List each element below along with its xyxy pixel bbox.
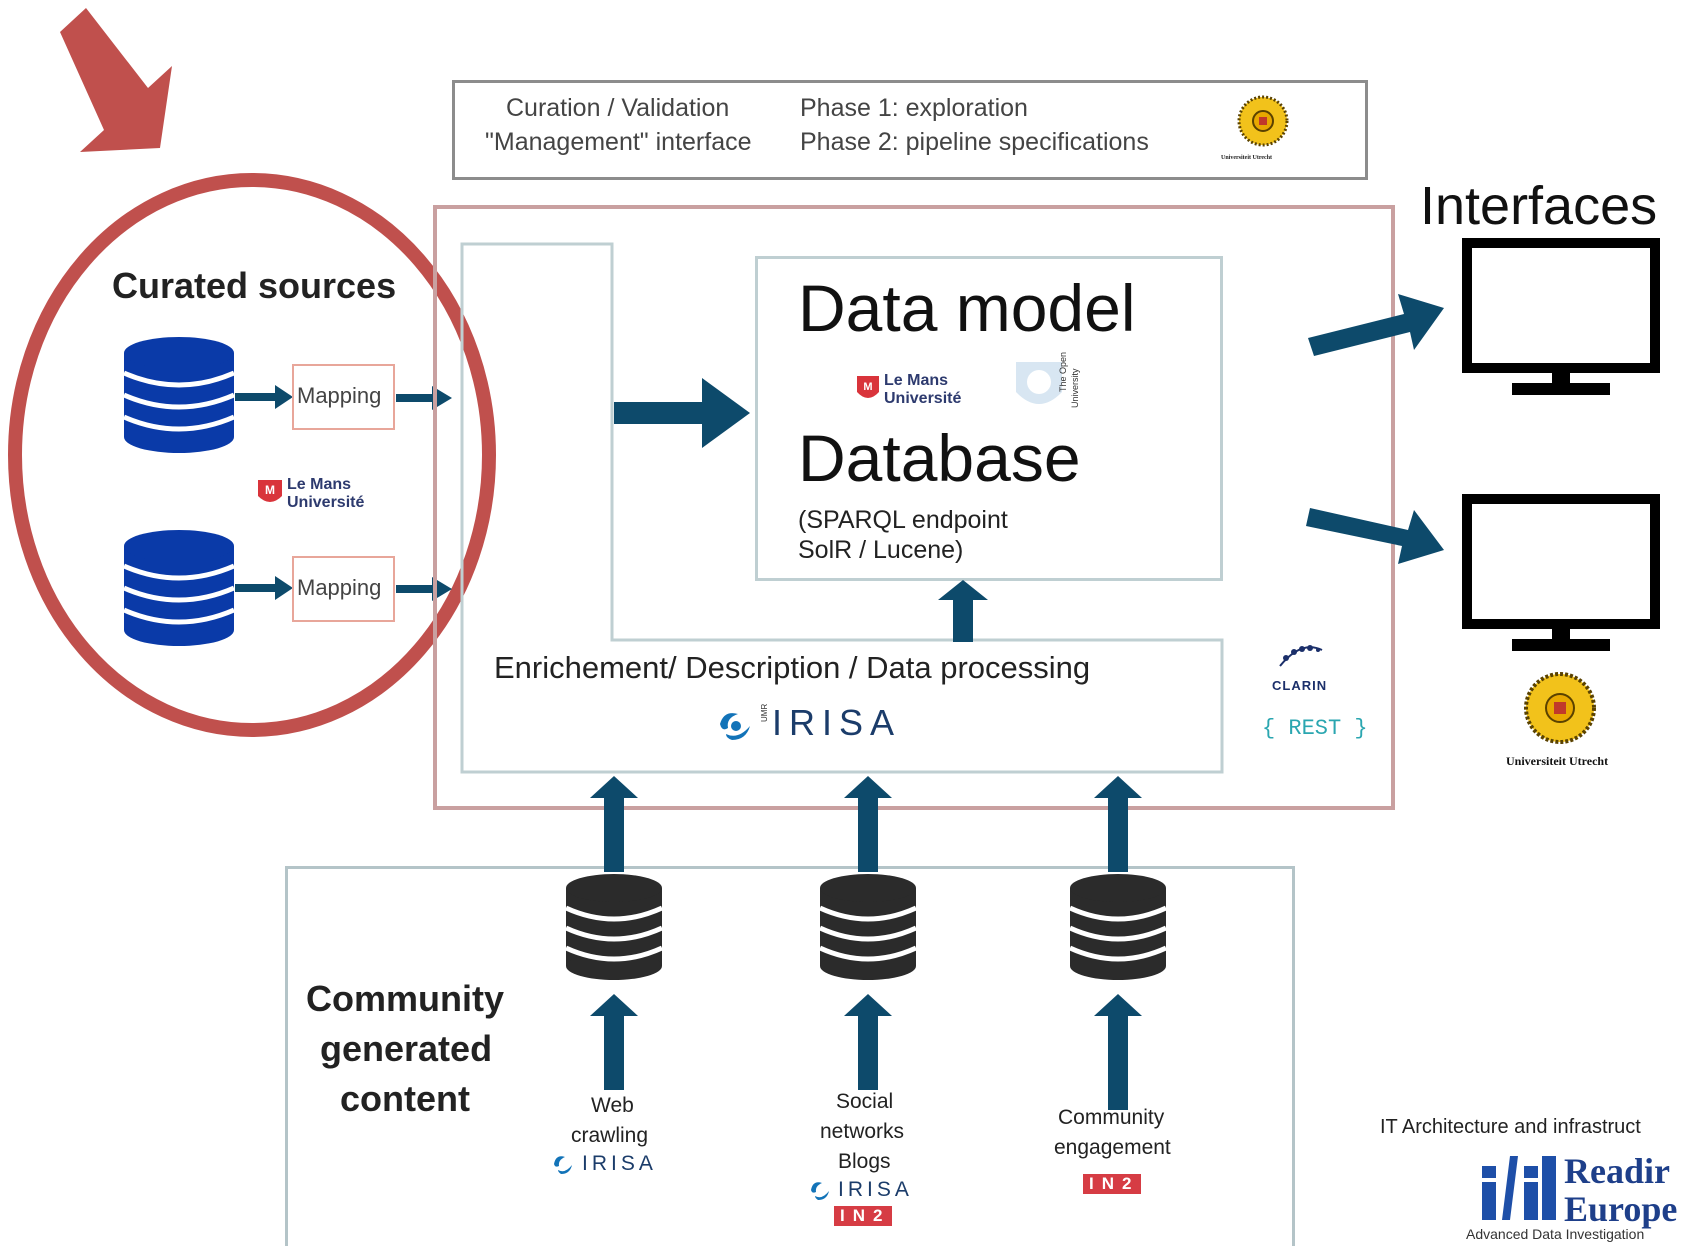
le-mans-logo-icon: M <box>258 480 282 502</box>
arrow-to-interface-icon <box>1306 508 1444 564</box>
open-university-line-2: University <box>1070 368 1080 408</box>
interfaces-title: Interfaces <box>1420 176 1658 236</box>
curated-sources-title: Curated sources <box>112 265 397 306</box>
mapping-box-2 <box>292 556 395 622</box>
arrow-up-icon <box>938 580 988 642</box>
arrow-right-icon <box>396 386 452 410</box>
data-model-box <box>755 256 1223 581</box>
source-community-line-1: Community <box>1058 1106 1165 1129</box>
source-community-logo-in2: IN2 <box>1083 1174 1142 1194</box>
utrecht-logo-caption: Universiteit Utrecht <box>1506 754 1609 768</box>
clarin-label: CLARIN <box>1272 678 1328 693</box>
svg-text:M: M <box>265 483 275 497</box>
arrow-up-icon <box>1094 776 1142 872</box>
arrow-right-icon <box>396 577 452 601</box>
db-detail-1: (SPARQL endpoint <box>798 506 1008 534</box>
irisa-umr: UMR <box>760 703 769 722</box>
irisa-label: IRISA <box>772 702 902 743</box>
source-community-line-2: engagement <box>1054 1136 1171 1159</box>
mapping-label-2: Mapping <box>297 575 382 600</box>
source-web-logo: IRISA <box>582 1152 657 1175</box>
database-title: Database <box>798 421 1081 495</box>
phase-1-label: Phase 1: exploration <box>800 94 1028 122</box>
source-social-line-1: Social <box>836 1090 894 1113</box>
community-panel <box>285 866 1295 1246</box>
arrow-to-interface-icon <box>1308 294 1444 356</box>
source-web-line-1: Web <box>591 1094 634 1117</box>
utrecht-logo-caption-top: Universiteit Utrecht <box>1221 155 1273 161</box>
curation-label-2: "Management" interface <box>485 128 752 156</box>
database-icon <box>1068 874 1168 980</box>
curation-label-1: Curation / Validation <box>506 94 730 122</box>
irisa-logo-icon <box>811 1182 829 1200</box>
le-mans-core-line-2: Université <box>884 390 962 407</box>
brand-tagline: Advanced Data Investigation <box>1466 1226 1645 1242</box>
monitor-icon <box>1462 494 1660 651</box>
data-model-title: Data model <box>798 271 1136 345</box>
irisa-logo-icon <box>720 713 750 740</box>
irisa-logo-icon <box>554 1156 572 1174</box>
reading-europe-logo-icon <box>1482 1156 1556 1220</box>
db-detail-2: SolR / Lucene) <box>798 536 964 564</box>
arrow-up-icon <box>844 776 892 872</box>
database-icon <box>123 337 235 453</box>
arrow-right-icon <box>235 385 293 409</box>
utrecht-sun-logo-icon <box>1524 672 1596 744</box>
rest-label: { REST } <box>1262 716 1368 741</box>
utrecht-sun-logo-icon <box>1237 95 1289 147</box>
arrow-right-icon <box>235 576 293 600</box>
phase-2-label: Phase 2: pipeline specifications <box>800 128 1149 156</box>
clarin-logo-icon <box>1279 645 1323 667</box>
it-architecture-label: IT Architecture and infrastruct <box>1380 1116 1641 1138</box>
open-university-line-1: The Open <box>1058 351 1068 392</box>
arrow-up-icon <box>1094 994 1142 1110</box>
community-title-2: generated <box>320 1028 493 1069</box>
brand-line-1: Readir <box>1564 1151 1670 1191</box>
arrow-up-icon <box>590 994 638 1090</box>
open-university-logo-icon <box>1016 362 1062 404</box>
community-title-1: Community <box>306 978 504 1019</box>
source-social-line-3: Blogs <box>838 1150 891 1173</box>
source-social-line-2: networks <box>820 1120 905 1143</box>
le-mans-logo-line-1: Le Mans <box>287 476 352 493</box>
database-icon <box>818 874 918 980</box>
platform-frame <box>433 205 1395 810</box>
database-icon <box>564 874 664 980</box>
arrow-right-icon <box>614 378 750 448</box>
mapping-label-1: Mapping <box>297 383 382 408</box>
arrow-up-icon <box>844 994 892 1090</box>
le-mans-core-line-1: Le Mans <box>884 372 949 389</box>
arrow-up-icon <box>590 776 638 872</box>
curation-panel <box>452 80 1368 180</box>
enrichment-label: Enrichement/ Description / Data processi… <box>494 650 1091 685</box>
community-title-3: content <box>340 1078 470 1119</box>
database-icon <box>123 530 235 646</box>
le-mans-logo-icon: M <box>857 376 879 398</box>
source-web-line-2: crawling <box>571 1124 649 1147</box>
monitor-icon <box>1462 238 1660 395</box>
svg-text:M: M <box>863 381 872 393</box>
mapping-box-1 <box>292 364 395 430</box>
le-mans-logo-line-2: Université <box>287 494 365 511</box>
source-social-logo-in2: IN2 <box>834 1206 893 1226</box>
brand-line-2: Europe <box>1564 1189 1678 1229</box>
source-social-logo: IRISA <box>838 1178 913 1201</box>
